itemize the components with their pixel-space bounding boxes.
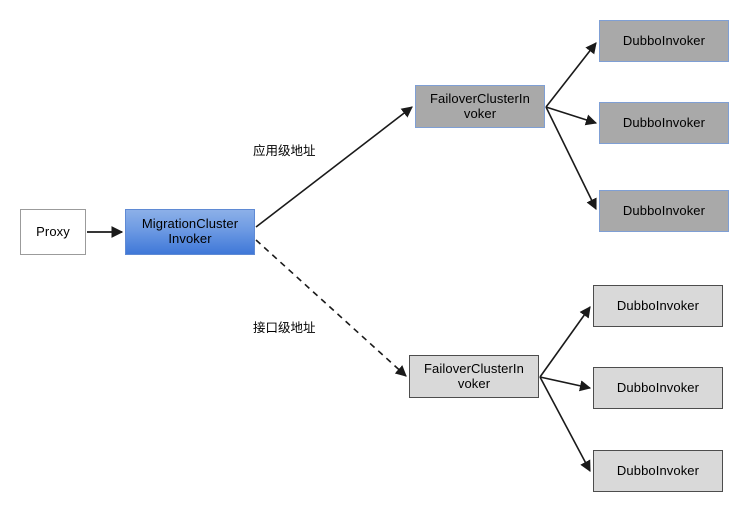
- node-failover-interface-line-2: voker: [457, 375, 491, 391]
- node-migration-cluster-invoker[interactable]: MigrationCluster Invoker: [125, 209, 255, 255]
- edge-app-failover-to-dubbo-2: [545, 106, 598, 126]
- node-dubbo-invoker-interface-2-label: DubboInvoker: [616, 379, 700, 395]
- edge-app-failover-to-dubbo-3: [545, 106, 597, 211]
- edge-migration-to-app-failover: [255, 106, 413, 228]
- node-failover-app-line-2: voker: [463, 105, 497, 121]
- node-dubbo-invoker-interface-3-label: DubboInvoker: [616, 462, 700, 478]
- node-dubbo-invoker-interface-2[interactable]: DubboInvoker: [593, 367, 723, 409]
- edge-interface-failover-to-dubbo-2: [539, 376, 592, 392]
- node-failover-cluster-invoker-app[interactable]: FailoverClusterIn voker: [415, 85, 545, 128]
- node-migration-line-1: MigrationCluster: [141, 216, 239, 232]
- node-dubbo-invoker-app-3[interactable]: DubboInvoker: [599, 190, 729, 232]
- node-dubbo-invoker-app-1[interactable]: DubboInvoker: [599, 20, 729, 62]
- edge-interface-failover-to-dubbo-1: [539, 306, 591, 378]
- node-migration-line-2: Invoker: [168, 231, 212, 246]
- node-proxy[interactable]: Proxy: [20, 209, 86, 255]
- edge-migration-to-interface-failover: [255, 239, 407, 377]
- node-dubbo-invoker-interface-3[interactable]: DubboInvoker: [593, 450, 723, 492]
- node-migration-cluster-invoker-label: MigrationCluster Invoker: [141, 216, 239, 247]
- node-dubbo-invoker-interface-1-label: DubboInvoker: [616, 297, 700, 313]
- node-dubbo-invoker-app-3-label: DubboInvoker: [622, 202, 706, 218]
- node-dubbo-invoker-app-2[interactable]: DubboInvoker: [599, 102, 729, 144]
- node-dubbo-invoker-interface-1[interactable]: DubboInvoker: [593, 285, 723, 327]
- edge-app-failover-to-dubbo-1: [545, 42, 597, 108]
- node-dubbo-invoker-app-2-label: DubboInvoker: [622, 114, 706, 130]
- node-proxy-label: Proxy: [36, 223, 70, 239]
- edge-interface-failover-to-dubbo-3: [539, 376, 591, 472]
- node-failover-interface-line-1: FailoverClusterIn: [424, 360, 524, 376]
- edge-label-interface-level-address: 接口级地址: [253, 320, 316, 335]
- node-failover-cluster-invoker-app-label: FailoverClusterIn voker: [430, 90, 530, 122]
- node-failover-cluster-invoker-interface[interactable]: FailoverClusterIn voker: [409, 355, 539, 398]
- node-failover-app-line-1: FailoverClusterIn: [430, 90, 530, 106]
- node-dubbo-invoker-app-1-label: DubboInvoker: [622, 32, 706, 48]
- edge-label-application-level-address: 应用级地址: [253, 143, 316, 158]
- node-failover-cluster-invoker-interface-label: FailoverClusterIn voker: [424, 360, 524, 392]
